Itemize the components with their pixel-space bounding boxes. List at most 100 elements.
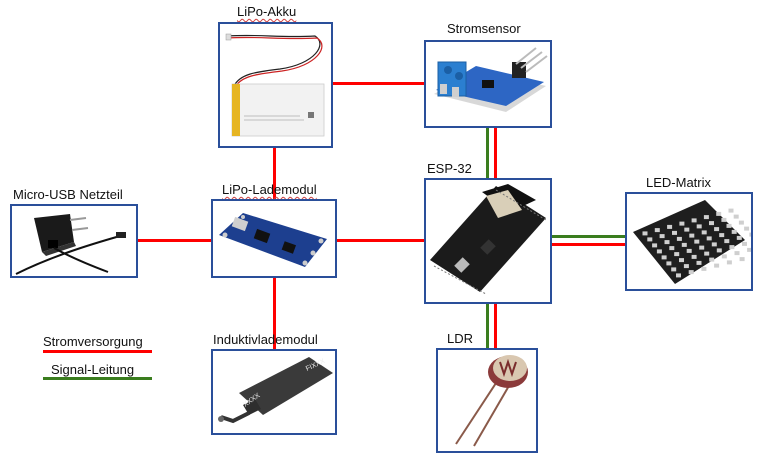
led-pixel bbox=[714, 227, 720, 232]
led-pixel bbox=[726, 260, 732, 265]
led-pixel bbox=[704, 251, 710, 256]
led-pixel bbox=[689, 233, 695, 238]
led-pixel bbox=[681, 242, 687, 247]
current-sensor-module-icon bbox=[434, 47, 548, 112]
led-pixel bbox=[642, 231, 648, 236]
wire-usb-lademodul bbox=[137, 239, 211, 242]
wire-lademodul-esp32 bbox=[336, 239, 424, 242]
wire-akku-stromsensor bbox=[332, 82, 424, 85]
led-pixel bbox=[694, 239, 700, 244]
led-pixel bbox=[667, 224, 673, 229]
led-pixel bbox=[739, 257, 745, 262]
label-led-matrix: LED-Matrix bbox=[646, 175, 712, 190]
label-stromsensor: Stromsensor bbox=[447, 21, 521, 36]
led-pixel bbox=[691, 218, 697, 223]
led-pixel bbox=[736, 235, 742, 240]
component-lipo-lademodul[interactable] bbox=[211, 199, 337, 278]
label-lipo-lademodul: LiPo-Lademodul bbox=[222, 182, 317, 197]
led-pixel bbox=[666, 261, 672, 266]
led-pixel bbox=[688, 270, 694, 275]
led-pixel bbox=[703, 215, 709, 220]
led-pixel bbox=[686, 248, 692, 253]
led-pixel bbox=[652, 243, 658, 248]
wire-esp32-ledmatrix-signal bbox=[551, 235, 625, 238]
led-pixel bbox=[654, 228, 660, 233]
label-lipo-akku: LiPo-Akku bbox=[237, 4, 296, 19]
component-ldr[interactable] bbox=[436, 348, 538, 453]
label-micro-usb: Micro-USB Netzteil bbox=[13, 187, 123, 202]
led-pixel bbox=[664, 240, 670, 245]
led-pixel bbox=[711, 242, 717, 247]
wire-esp32-ldr-signal bbox=[486, 303, 489, 348]
led-pixel bbox=[738, 220, 744, 225]
led-pixel bbox=[659, 234, 665, 239]
led-pixel bbox=[747, 247, 751, 252]
wire-stromsensor-esp32-signal bbox=[486, 127, 489, 178]
led-pixel bbox=[691, 254, 697, 259]
label-ldr: LDR bbox=[447, 331, 474, 346]
led-pixel bbox=[721, 217, 727, 222]
led-pixel bbox=[696, 224, 702, 229]
led-pixel bbox=[684, 227, 690, 232]
led-pixel bbox=[733, 214, 739, 219]
led-pixel bbox=[674, 252, 680, 257]
led-pixel bbox=[744, 226, 750, 231]
label-lipo-akku-text: LiPo-Akku bbox=[237, 4, 297, 19]
led-pixel bbox=[714, 263, 720, 268]
led-pixel bbox=[716, 211, 722, 216]
component-micro-usb-netzteil[interactable] bbox=[10, 204, 138, 278]
lipo-battery-icon bbox=[225, 33, 325, 137]
wire-stromsensor-esp32-power bbox=[494, 127, 497, 178]
led-pixel bbox=[672, 230, 677, 235]
led-pixel bbox=[699, 245, 705, 250]
led-pixel bbox=[671, 267, 677, 272]
component-stromsensor[interactable] bbox=[424, 40, 552, 128]
component-lipo-akku[interactable] bbox=[218, 22, 333, 148]
wire-lademodul-induktiv bbox=[273, 277, 276, 362]
led-pixel bbox=[647, 237, 653, 242]
led-pixel bbox=[716, 248, 722, 253]
led-pixel bbox=[731, 229, 737, 234]
led-pixel bbox=[719, 233, 725, 238]
led-pixel bbox=[656, 249, 662, 254]
esp32-board-icon bbox=[430, 184, 547, 295]
wire-akku-lademodul bbox=[273, 147, 276, 199]
photoresistor-icon bbox=[455, 355, 528, 447]
led-pixel bbox=[696, 260, 702, 265]
led-pixel bbox=[749, 232, 751, 237]
legend-signal-line bbox=[43, 377, 152, 380]
led-pixel bbox=[742, 241, 747, 246]
led-pixel bbox=[669, 246, 675, 251]
led-pixel bbox=[721, 254, 727, 259]
led-pixel bbox=[706, 236, 712, 241]
led-pixel bbox=[728, 208, 734, 213]
legend-power-label: Stromversorgung bbox=[43, 334, 143, 349]
component-esp32[interactable] bbox=[424, 178, 552, 304]
led-pixel bbox=[709, 257, 715, 262]
component-induktivlademodul[interactable]: FIXXX XXXX bbox=[211, 349, 337, 435]
wire-esp32-ledmatrix-power bbox=[551, 243, 625, 246]
led-matrix-icon bbox=[633, 200, 751, 284]
led-pixel bbox=[724, 239, 730, 244]
label-esp32: ESP-32 bbox=[427, 161, 472, 176]
led-pixel bbox=[676, 236, 682, 241]
component-led-matrix[interactable] bbox=[625, 192, 753, 291]
led-pixel bbox=[734, 251, 740, 256]
label-lipo-lademodul-text: LiPo-Lademodul bbox=[222, 182, 317, 197]
legend-signal-label: Signal-Leitung bbox=[51, 362, 135, 377]
led-pixel bbox=[729, 245, 735, 250]
led-pixel bbox=[701, 230, 707, 235]
led-pixel bbox=[661, 255, 667, 260]
led-pixel bbox=[701, 266, 707, 271]
led-pixel bbox=[679, 258, 684, 263]
usb-charger-icon bbox=[15, 214, 126, 275]
led-pixel bbox=[709, 221, 714, 226]
led-pixel bbox=[676, 273, 681, 278]
led-pixel bbox=[726, 223, 732, 228]
led-pixel bbox=[679, 221, 685, 226]
inductive-receiver-icon: FIXXX XXXX bbox=[218, 357, 333, 424]
label-induktivlademodul: Induktivlademodul bbox=[213, 332, 318, 347]
wire-esp32-ldr-power bbox=[494, 303, 497, 348]
charging-board-icon bbox=[219, 213, 327, 267]
led-pixel bbox=[683, 264, 689, 269]
